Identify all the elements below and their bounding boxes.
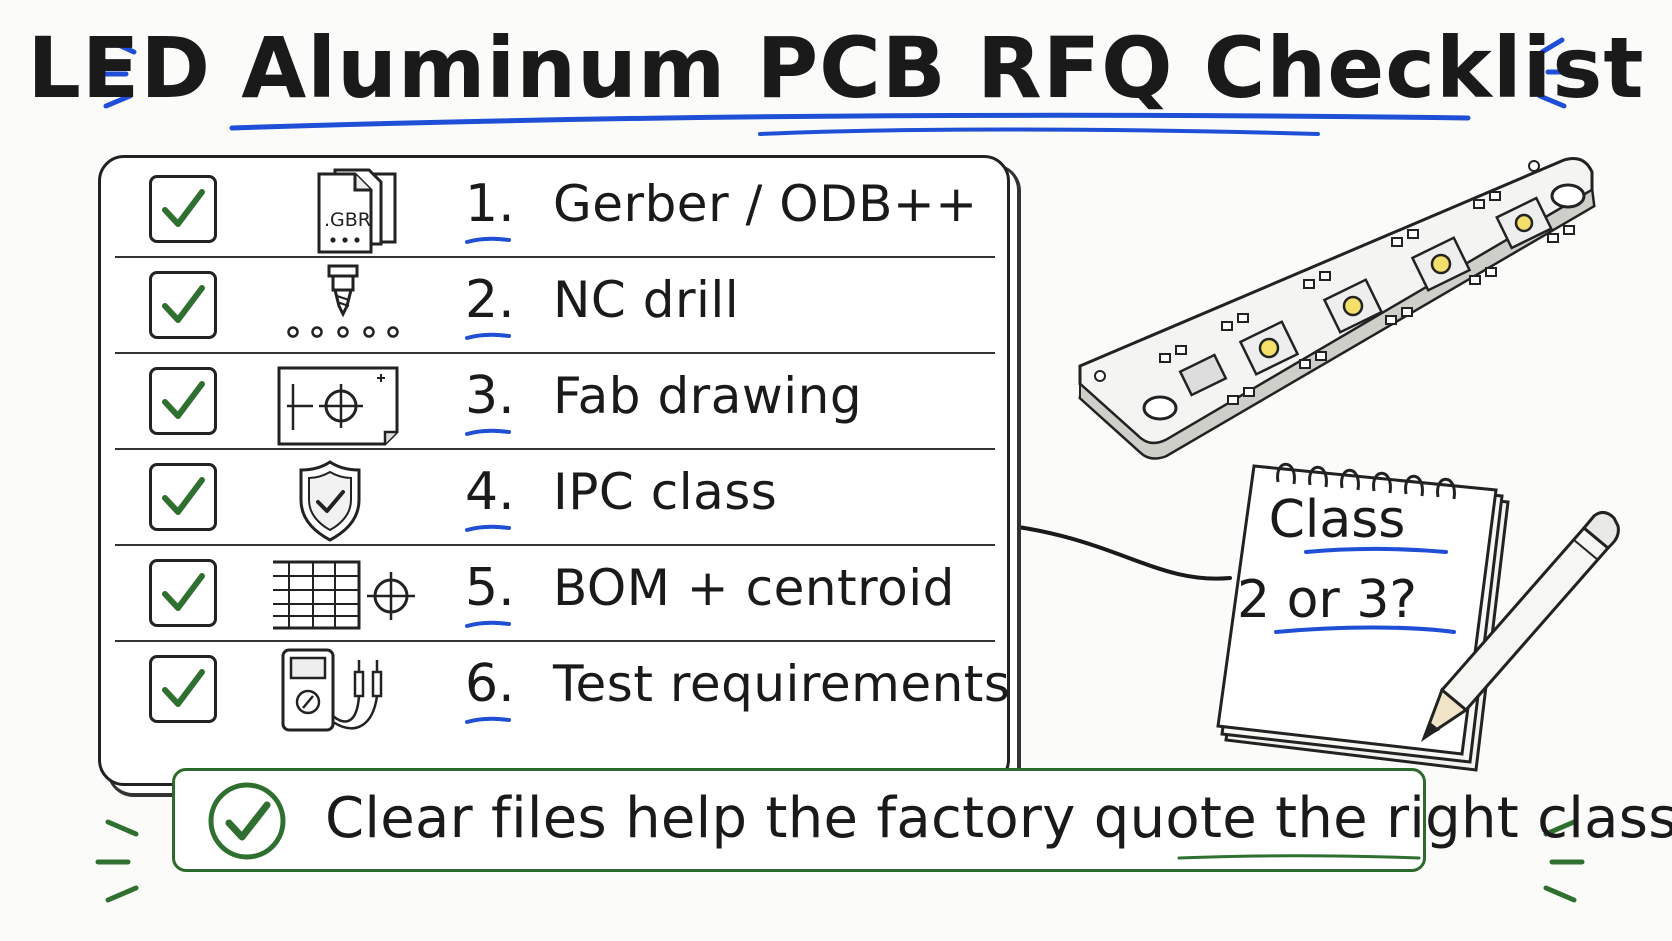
title-underline — [229, 112, 1471, 131]
item-label: Fab drawing — [553, 367, 863, 425]
check-icon — [162, 381, 205, 419]
checklist-row-5: 5. BOM + centroid — [115, 542, 995, 642]
checkbox-5[interactable] — [149, 559, 217, 627]
item-number: 6. — [465, 654, 515, 714]
checklist-row-6: 6. Test requirements — [115, 638, 1010, 738]
item-number: 2. — [465, 270, 515, 330]
item-number: 1. — [465, 174, 515, 234]
led-pcb-illustration — [1078, 157, 1596, 460]
checklist-card: .GBR 1. Gerber / ODB++ 2. NC drill — [98, 155, 1010, 786]
drill-bit-icon — [273, 262, 423, 352]
circle-check-icon — [205, 779, 289, 863]
checklist-row-1: .GBR 1. Gerber / ODB++ — [115, 158, 995, 258]
check-icon — [162, 189, 205, 227]
checklist-row-3: 3. Fab drawing — [115, 350, 995, 450]
checkbox-6[interactable] — [149, 655, 217, 723]
checkbox-4[interactable] — [149, 463, 217, 531]
multimeter-icon — [273, 646, 423, 736]
pointer-arrow — [968, 520, 1232, 581]
item-number: 3. — [465, 366, 515, 426]
item-number: 5. — [465, 558, 515, 618]
checklist-row-2: 2. NC drill — [115, 254, 995, 354]
title-sparkles — [95, 37, 1581, 109]
notepad-line-2: 2 or 3? — [1236, 570, 1418, 630]
item-label: Gerber / ODB++ — [553, 175, 978, 233]
banner-underline — [1177, 854, 1421, 860]
notepad-illustration — [1216, 462, 1510, 772]
gerber-icon-label: .GBR — [324, 209, 371, 231]
item-label: Test requirements — [553, 655, 1011, 713]
item-number: 4. — [465, 462, 515, 522]
summary-banner: Clear files help the factory quote the r… — [172, 768, 1672, 872]
item-label: IPC class — [553, 463, 778, 521]
checkbox-3[interactable] — [149, 367, 217, 435]
check-icon — [162, 285, 205, 323]
check-icon — [162, 573, 205, 611]
item-label: BOM + centroid — [553, 559, 955, 617]
check-icon — [162, 669, 205, 707]
bom-centroid-icon — [273, 550, 423, 640]
check-icon — [162, 477, 205, 515]
checkbox-1[interactable] — [149, 175, 217, 243]
fab-drawing-icon — [273, 358, 423, 448]
shield-check-icon — [273, 454, 423, 544]
page-title: LED Aluminum PCB RFQ Checklist — [27, 19, 1645, 117]
checkbox-2[interactable] — [149, 271, 217, 339]
checklist-row-4: 4. IPC class — [115, 446, 995, 546]
banner-text: Clear files help the factory quote the r… — [325, 786, 1672, 851]
gerber-file-icon: .GBR — [273, 166, 423, 256]
pencil-icon — [1420, 511, 1620, 742]
item-label: NC drill — [553, 271, 740, 329]
banner-sparkles — [95, 819, 1585, 903]
notepad-line-1: Class — [1268, 490, 1406, 550]
